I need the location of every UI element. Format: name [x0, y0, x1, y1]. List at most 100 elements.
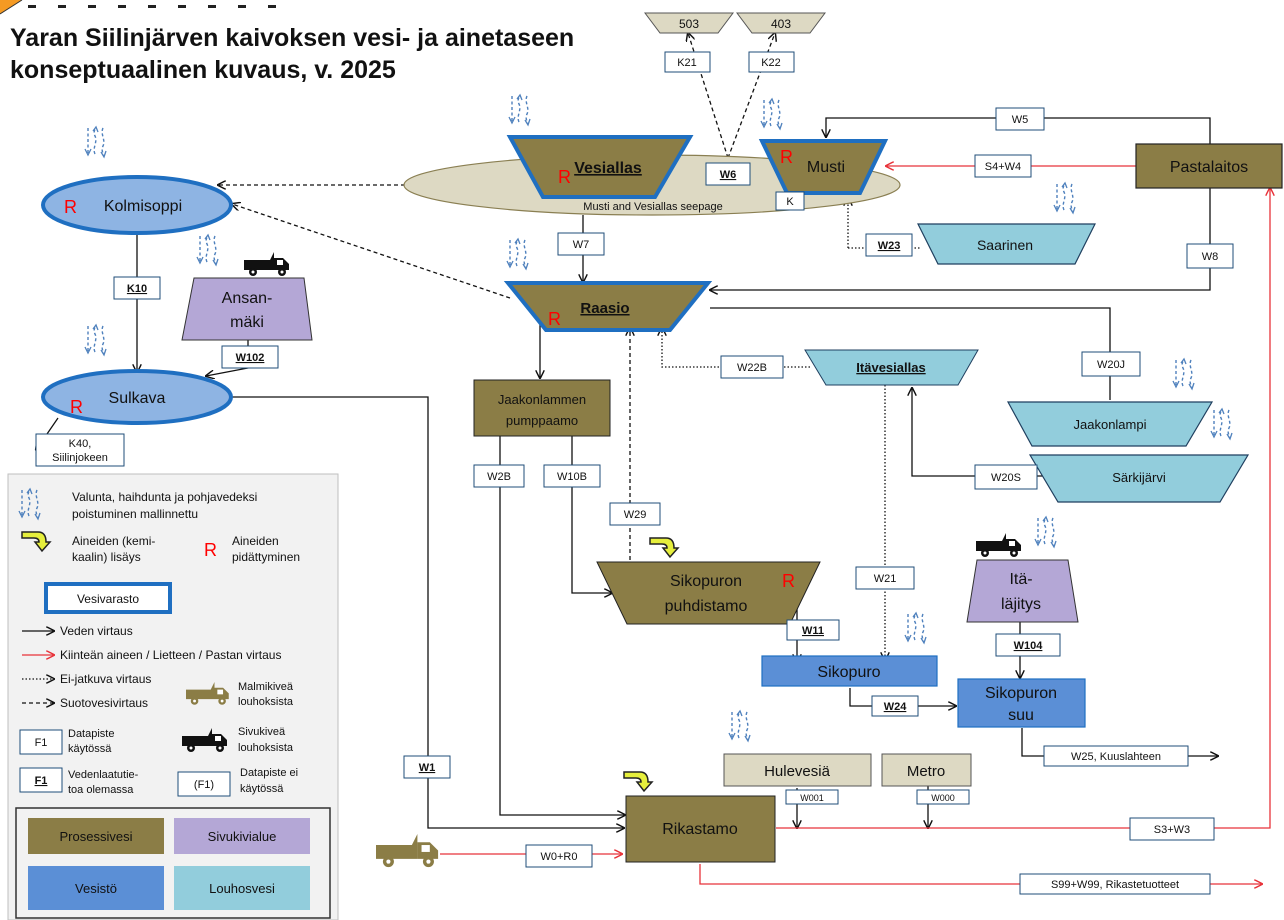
- svg-text:K40,: K40,: [69, 438, 92, 450]
- label-k40: K40,Siilinjokeen: [35, 433, 125, 467]
- node-jaakonlammen-pumppaamo[interactable]: Jaakonlammen pumppaamo: [473, 379, 611, 437]
- flow-w2b: [499, 436, 625, 815]
- svg-text:W0+R0: W0+R0: [541, 851, 578, 863]
- label-w20s: W20S: [974, 464, 1038, 490]
- svg-text:W20S: W20S: [991, 472, 1021, 484]
- retention-r-icon: R: [64, 197, 77, 217]
- seepage-label: Musti and Vesiallas seepage: [583, 201, 722, 213]
- svg-text:Sivukiveä: Sivukiveä: [238, 726, 286, 738]
- svg-text:W8: W8: [1202, 251, 1219, 263]
- label-w2b: W2B: [473, 464, 525, 488]
- runoff-icon: [1210, 408, 1233, 440]
- node-sulkava[interactable]: Sulkava R: [41, 369, 233, 425]
- svg-text:kaalin) lisäys: kaalin) lisäys: [72, 550, 141, 564]
- runoff-icon: [1034, 516, 1057, 548]
- retention-r-icon: R: [558, 167, 571, 187]
- node-italajitys[interactable]: Itä- läjitys: [966, 559, 1079, 623]
- svg-text:Itävesiallas: Itävesiallas: [856, 360, 925, 375]
- svg-text:Kolmisoppi: Kolmisoppi: [104, 198, 182, 215]
- label-k21: K21: [664, 51, 711, 73]
- node-raasio[interactable]: Raasio R: [503, 281, 713, 332]
- label-w1: W1: [403, 755, 451, 779]
- ore-truck-icon: [376, 834, 439, 868]
- svg-text:Datapiste: Datapiste: [68, 728, 114, 740]
- svg-text:W23: W23: [878, 240, 901, 252]
- svg-text:käytössä: käytössä: [240, 783, 284, 795]
- svg-text:poistuminen mallinnettu: poistuminen mallinnettu: [72, 507, 198, 521]
- node-503[interactable]: 503: [644, 12, 734, 34]
- svg-text:W21: W21: [874, 573, 897, 585]
- svg-text:K10: K10: [127, 283, 147, 295]
- svg-text:W1: W1: [419, 762, 436, 774]
- label-w29: W29: [609, 502, 661, 526]
- svg-text:puhdistamo: puhdistamo: [665, 598, 748, 615]
- node-403[interactable]: 403: [736, 12, 826, 34]
- svg-text:Saarinen: Saarinen: [977, 237, 1033, 253]
- node-sikopuron-puhdistamo[interactable]: Sikopuron puhdistamo R: [596, 561, 821, 625]
- flow-w24: [849, 688, 956, 706]
- node-itavesiallas[interactable]: Itävesiallas: [804, 349, 979, 386]
- svg-text:F1: F1: [35, 737, 48, 749]
- svg-text:W20J: W20J: [1097, 359, 1125, 371]
- diagram-title: Yaran Siilinjärven kaivoksen vesi- ja ai…: [10, 22, 574, 86]
- svg-text:Valunta, haihdunta ja pohjaved: Valunta, haihdunta ja pohjavedeksi: [72, 490, 257, 504]
- label-w0-r0: W0+R0: [525, 844, 593, 868]
- label-w102: W102: [221, 345, 279, 369]
- svg-text:W22B: W22B: [737, 362, 767, 374]
- svg-text:Vesiallas: Vesiallas: [574, 160, 642, 177]
- node-musti[interactable]: Musti R: [758, 139, 889, 195]
- runoff-icon: [84, 126, 107, 158]
- svg-text:Sikopuron: Sikopuron: [670, 573, 742, 590]
- node-sikopuro[interactable]: Sikopuro: [761, 655, 938, 687]
- waste-rock-truck-icon: [976, 533, 1021, 557]
- label-w104: W104: [995, 633, 1061, 657]
- flow-w10b: [571, 436, 612, 593]
- label-w8: W8: [1186, 243, 1234, 269]
- svg-text:W25, Kuuslahteen: W25, Kuuslahteen: [1071, 751, 1161, 763]
- node-pastalaitos[interactable]: Pastalaitos: [1135, 143, 1283, 189]
- node-jaakonlampi[interactable]: Jaakonlampi: [1006, 401, 1214, 447]
- node-kolmisoppi[interactable]: Kolmisoppi R: [41, 175, 233, 235]
- label-w25: W25, Kuuslahteen: [1043, 745, 1189, 767]
- svg-text:pidättyminen: pidättyminen: [232, 550, 300, 564]
- label-k10: K10: [113, 276, 161, 300]
- svg-text:Pastalaitos: Pastalaitos: [1170, 159, 1248, 176]
- node-vesiallas[interactable]: Vesiallas R: [506, 135, 694, 199]
- svg-text:W5: W5: [1012, 114, 1029, 126]
- svg-text:toa olemassa: toa olemassa: [68, 784, 134, 796]
- svg-text:W29: W29: [624, 509, 647, 521]
- svg-text:Metro: Metro: [907, 763, 945, 780]
- node-metro[interactable]: Metro: [881, 753, 972, 787]
- node-sikopuron-suu[interactable]: Sikopuron suu: [957, 678, 1086, 728]
- label-w000: W000: [916, 789, 970, 805]
- svg-text:Aineiden: Aineiden: [232, 534, 279, 548]
- label-s4-w4: S4+W4: [974, 154, 1032, 178]
- chemical-addition-icon: [623, 771, 653, 792]
- svg-text:W11: W11: [802, 625, 824, 637]
- chemical-addition-icon: [649, 537, 679, 558]
- label-s99-w99: S99+W99, Rikastetuotteet: [1019, 873, 1211, 895]
- yara-logo-fragment: [0, 0, 276, 15]
- legend-storage-swatch: [44, 582, 172, 614]
- svg-text:503: 503: [679, 17, 699, 31]
- svg-text:F1: F1: [35, 775, 48, 787]
- label-k: K: [775, 191, 805, 211]
- svg-text:Ei-jatkuva virtaus: Ei-jatkuva virtaus: [60, 672, 151, 686]
- runoff-icon: [728, 710, 751, 742]
- runoff-icon: [1053, 182, 1076, 214]
- retention-r-icon: R: [204, 540, 217, 560]
- node-rikastamo[interactable]: Rikastamo: [625, 795, 776, 863]
- svg-text:K21: K21: [677, 57, 697, 69]
- node-ansanmaki[interactable]: Ansan- mäki: [181, 277, 313, 341]
- svg-text:Kiinteän aineen / Lietteen / P: Kiinteän aineen / Lietteen / Pastan virt…: [60, 648, 281, 662]
- svg-text:Rikastamo: Rikastamo: [662, 821, 738, 838]
- seepage-k22: [727, 33, 775, 159]
- label-w7: W7: [557, 232, 605, 256]
- runoff-icon: [760, 98, 783, 130]
- retention-r-icon: R: [548, 309, 561, 329]
- retention-r-icon: R: [782, 571, 795, 591]
- node-saarinen[interactable]: Saarinen: [917, 223, 1096, 265]
- node-hulevesia[interactable]: Hulevesiä: [723, 753, 872, 787]
- svg-text:Aineiden (kemi-: Aineiden (kemi-: [72, 534, 155, 548]
- node-sarkijarvi[interactable]: Särkijärvi: [1028, 454, 1250, 503]
